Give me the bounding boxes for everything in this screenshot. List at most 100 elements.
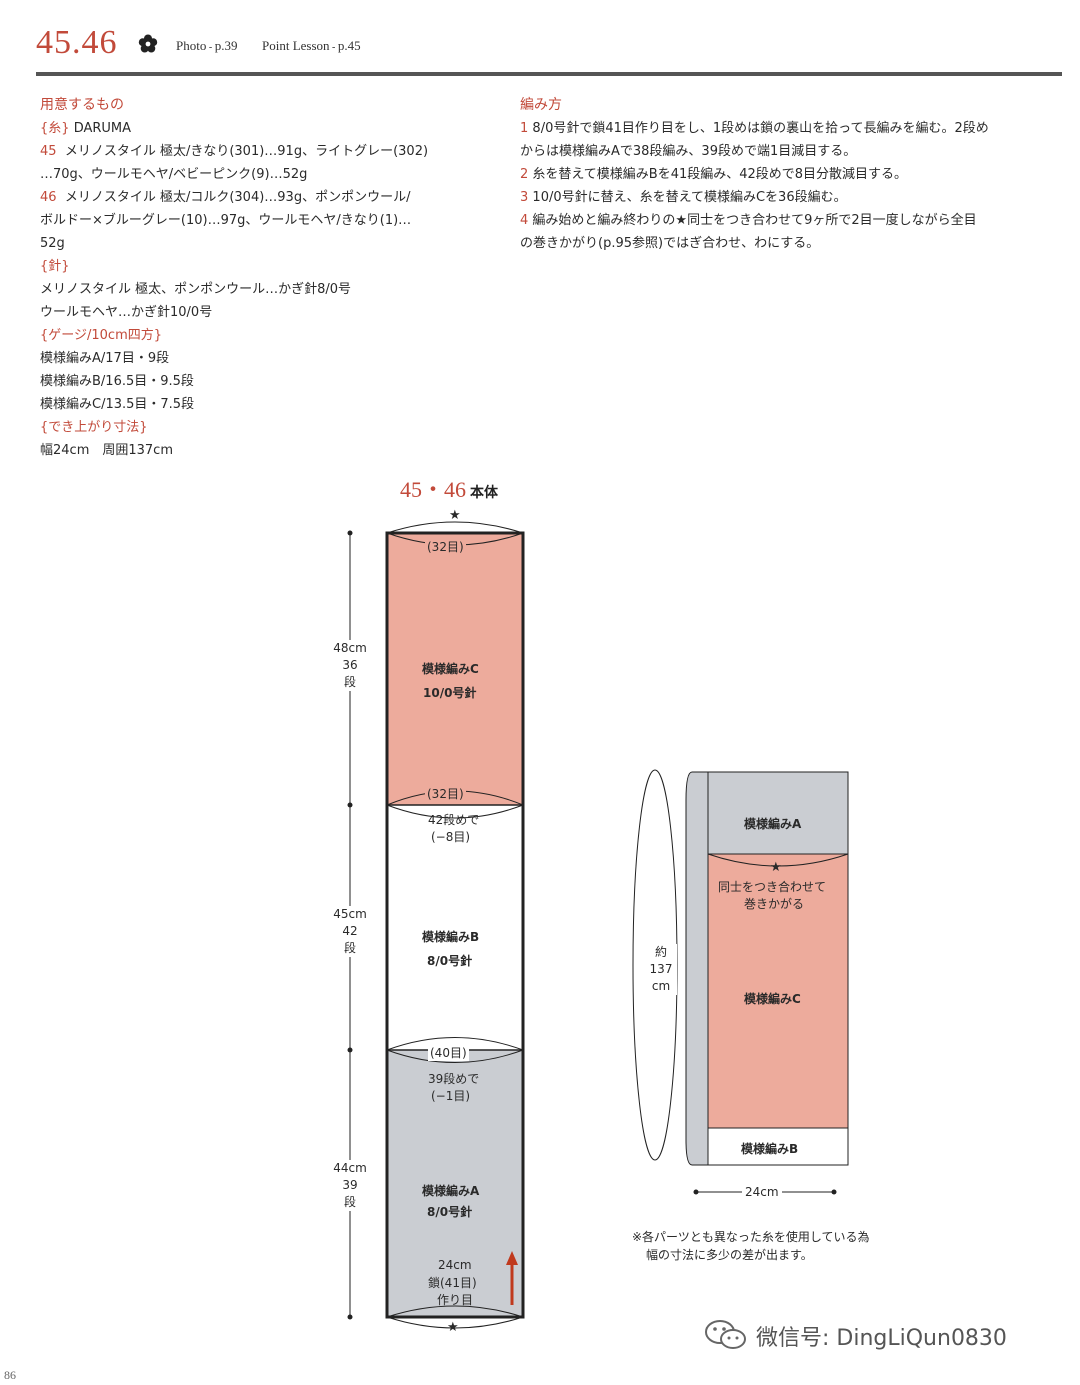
ring-back xyxy=(685,771,711,1166)
ring-width-tick-right xyxy=(831,1189,837,1195)
a-top-arc xyxy=(386,1049,524,1063)
section-a-needle: 8/0号針 xyxy=(427,1205,473,1219)
decrease-c-line2: (−8目) xyxy=(431,830,471,844)
ring-join-line2: 巻きかがる xyxy=(744,897,805,911)
ring-width-label: 24cm xyxy=(742,1185,782,1199)
dimension-a-unit: 段 xyxy=(343,1195,356,1209)
ring-circumference: 約 137 cm xyxy=(645,944,677,995)
section-a-fill xyxy=(387,1050,523,1317)
star-bottom: ★ xyxy=(447,1320,459,1335)
dimension-b-rows: 42 xyxy=(342,924,358,938)
dimension-c-unit: 段 xyxy=(343,675,356,689)
method-title: 編み方 xyxy=(520,97,562,113)
decrease-c-line1: 42段めで xyxy=(428,813,480,827)
top-arc xyxy=(386,521,524,534)
section-c-top-stitches: (32目) xyxy=(425,538,466,555)
diagram-title-number: 45・46 xyxy=(400,477,467,502)
flower-icon xyxy=(138,34,158,53)
gauge-c: 模様編みC/13.5目・7.5段 xyxy=(40,397,195,412)
step-1-line2: からは模様編みAで38段編み、39段めで端1目減目する。 xyxy=(520,144,857,159)
materials-title: 用意するもの xyxy=(40,97,124,113)
bottom-arc xyxy=(386,1316,524,1329)
dimension-a-cm: 44cm xyxy=(333,1161,367,1175)
body-outline xyxy=(385,531,525,1319)
size-heading: {でき上がり寸法} xyxy=(40,420,148,435)
star-top: ★ xyxy=(449,508,461,523)
ring-width-tick-left xyxy=(693,1189,699,1195)
step-4-number: 4 xyxy=(520,213,529,228)
section-b-fill xyxy=(387,805,523,1050)
size-note-line1: ※各パーツとも異なった糸を使用している為 xyxy=(632,1230,870,1244)
gauge-heading: {ゲージ/10cm四方} xyxy=(40,328,163,343)
yarn-brand: DARUMA xyxy=(73,121,132,136)
ring-mid-label: 模様編みC xyxy=(744,992,801,1006)
pattern-number: 45.46 xyxy=(36,24,118,61)
item-46-line3: 52g xyxy=(40,236,65,251)
dimension-tick-bottom xyxy=(347,1314,353,1320)
dimension-c-rows: 36 xyxy=(342,658,358,672)
size-note-line2: 幅の寸法に多少の差が出ます。 xyxy=(646,1248,813,1262)
watermark-text: 微信号: DingLiQun0830 xyxy=(756,1326,1007,1351)
ring-bottom-label: 模様編みB xyxy=(741,1142,799,1156)
ring-pink-body xyxy=(707,853,849,1129)
step-2-text: 糸を替えて模様編みBを41段編み、42段めで8目分散減目する。 xyxy=(532,167,908,182)
ring-circ-line1: 約 xyxy=(654,945,667,959)
header-rule xyxy=(36,72,1062,76)
section-b-pattern: 模様編みB xyxy=(422,930,480,944)
ring-circ-line2: 137 xyxy=(649,962,673,976)
needle-line2: ウールモヘヤ…かぎ針10/0号 xyxy=(40,305,213,320)
ring-top-label: 模様編みA xyxy=(744,817,802,831)
wechat-icon xyxy=(705,1320,746,1349)
decrease-a-line1: 39段めで xyxy=(428,1072,480,1086)
ring-join-arc xyxy=(707,853,849,867)
item-45-number: 45 xyxy=(40,144,57,159)
lesson-reference: Point Lesson - p.45 xyxy=(262,38,361,53)
photo-reference: Photo - p.39 xyxy=(176,38,238,53)
section-c-fill xyxy=(387,533,523,805)
step-4-line1: 編み始めと編み終わりの★同士をつき合わせて9ヶ所で2目一度しながら全目 xyxy=(532,213,977,228)
size-value: 幅24cm 周囲137cm xyxy=(40,443,173,458)
dimension-c: 48cm 36 段 xyxy=(330,640,370,691)
step-1-line1: 8/0号針で鎖41目作り目をし、1段めは鎖の裏山を拾って長編みを編む。2段め xyxy=(532,121,989,136)
b-top-arc xyxy=(386,804,524,819)
b-bottom-arc xyxy=(386,1037,524,1051)
ring-diagram xyxy=(632,769,849,1195)
gauge-b: 模様編みB/16.5目・9.5段 xyxy=(40,374,194,389)
dimension-tick-b-a xyxy=(347,1047,353,1053)
start-width: 24cm xyxy=(438,1258,472,1272)
dimension-a: 44cm 39 段 xyxy=(330,1160,370,1211)
photo-page: p.39 xyxy=(214,38,238,53)
start-chain: 鎖(41目) xyxy=(428,1276,477,1290)
page-number: 86 xyxy=(4,1368,16,1382)
ring-bottom-band xyxy=(707,1127,849,1166)
step-3-number: 3 xyxy=(520,190,529,205)
dimension-b: 45cm 42 段 xyxy=(330,906,370,957)
lesson-page: p.45 xyxy=(337,38,361,53)
item-45-line1: メリノスタイル 極太/きなり(301)…91g、ライトグレー(302) xyxy=(64,144,429,159)
method-section: 編み方 1 8/0号針で鎖41目作り目をし、1段めは鎖の裏山を拾って長編みを編む… xyxy=(520,94,1060,255)
section-b-needle: 8/0号針 xyxy=(427,954,473,968)
diagram-title: 45・46 本体 xyxy=(400,472,498,504)
lesson-label: Point Lesson xyxy=(262,38,330,53)
dimension-a-rows: 39 xyxy=(342,1178,358,1192)
decrease-a-line2: (−1目) xyxy=(431,1089,471,1103)
ring-circumference-ellipse xyxy=(632,769,678,1161)
ring-top-band xyxy=(707,771,849,855)
step-1-number: 1 xyxy=(520,121,529,136)
dimension-b-cm: 45cm xyxy=(333,907,367,921)
step-3-text: 10/0号針に替え、糸を替えて模様編みCを36段編む。 xyxy=(532,190,847,205)
materials-section: 用意するもの {糸} DARUMA 45 メリノスタイル 極太/きなり(301)… xyxy=(40,94,480,462)
step-2-number: 2 xyxy=(520,167,529,182)
a-bottom-inner-arc xyxy=(386,1305,524,1318)
item-46-line2: ボルドー×ブルーグレー(10)…97g、ウールモヘヤ/きなり(1)… xyxy=(40,213,412,228)
ring-join-line1: 同士をつき合わせて xyxy=(718,880,827,894)
item-46-number: 46 xyxy=(40,190,57,205)
dimension-b-unit: 段 xyxy=(343,941,356,955)
section-c-needle: 10/0号針 xyxy=(423,686,477,700)
needle-heading: {針} xyxy=(40,259,70,274)
item-45-line2: …70g、ウールモヘヤ/ベビーピンク(9)…52g xyxy=(40,167,308,182)
section-b-bottom-stitches: (40目) xyxy=(428,1044,469,1061)
direction-arrow-head xyxy=(506,1251,518,1265)
ring-star: ★ xyxy=(770,860,782,875)
yarn-heading: {糸} xyxy=(40,121,70,136)
